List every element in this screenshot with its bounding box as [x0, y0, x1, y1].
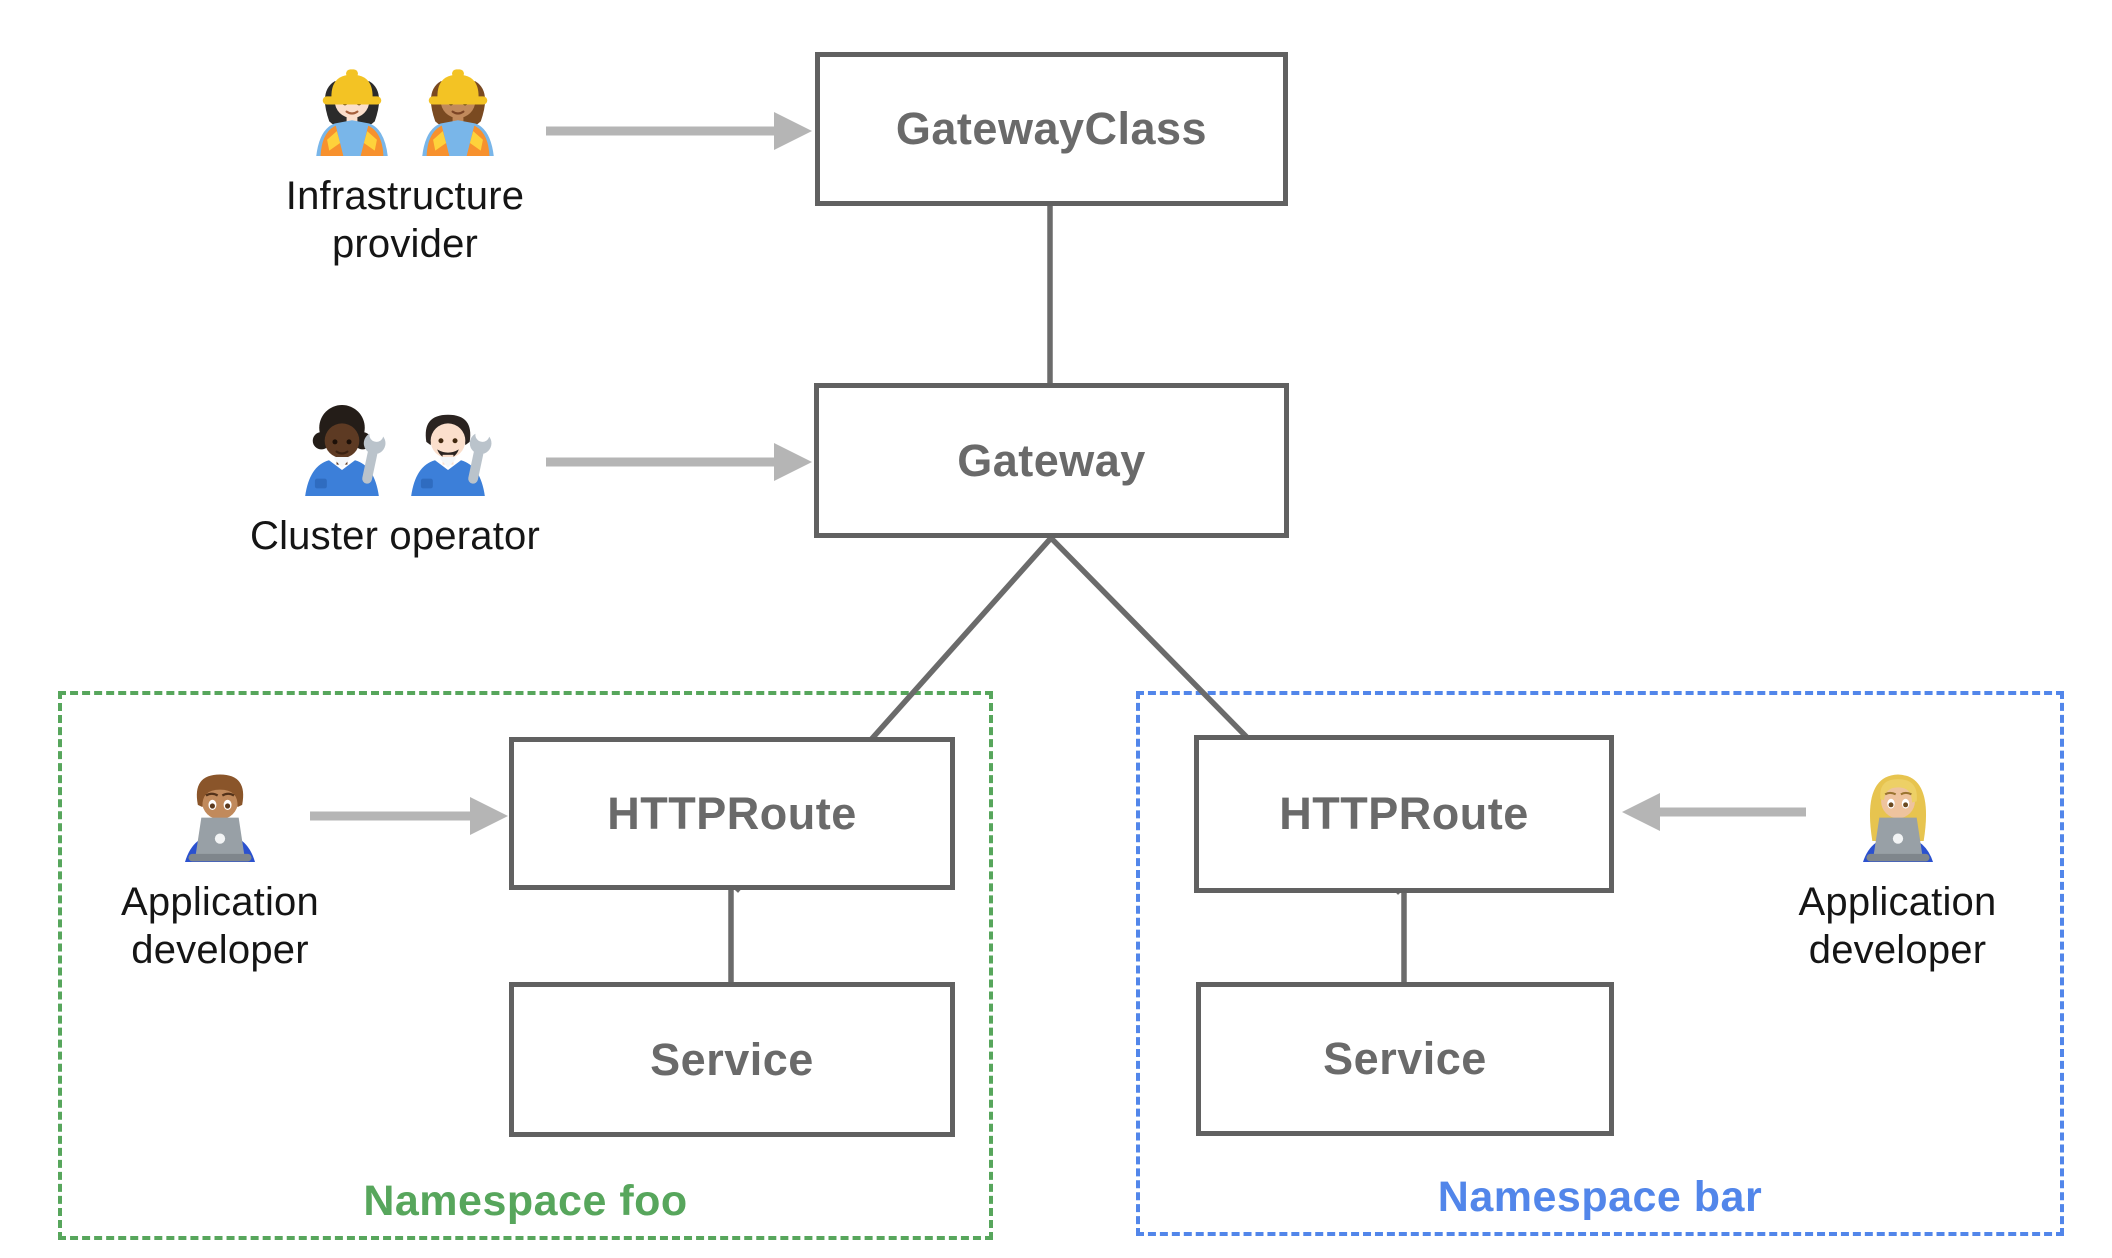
app-developer-foo-icons	[164, 750, 276, 862]
actor-app-developer-bar: Application developer	[1765, 750, 2030, 974]
namespace-bar-box: Namespace bar	[1136, 691, 2064, 1236]
arrow-head-icon	[774, 443, 812, 481]
node-service-foo-label: Service	[650, 1033, 814, 1085]
arrow-infrastructure-provider-to-gatewayclass	[546, 112, 812, 150]
arrow-head-icon	[774, 112, 812, 150]
node-gatewayclass: GatewayClass	[815, 52, 1288, 206]
cluster-operator-icons	[290, 392, 500, 496]
node-httproute-bar: HTTPRoute	[1194, 735, 1614, 893]
arrow-cluster-operator-to-gateway	[546, 443, 812, 481]
node-httproute-foo: HTTPRoute	[509, 737, 955, 890]
arrow-head-icon	[470, 797, 508, 835]
app-developer-foo-label: Application developer	[121, 880, 319, 972]
arrow-head-icon	[1622, 793, 1660, 831]
man-mechanic-light-skin-icon	[411, 414, 492, 496]
node-httproute-foo-label: HTTPRoute	[607, 787, 857, 839]
namespace-foo-label: Namespace foo	[363, 1177, 688, 1225]
namespace-bar-label: Namespace bar	[1437, 1173, 1763, 1221]
actor-infrastructure-provider: Infrastructure provider	[250, 52, 560, 268]
node-gatewayclass-label: GatewayClass	[895, 103, 1208, 154]
arrow-app-developer-to-httproute-foo	[310, 797, 508, 835]
node-httproute-bar-label: HTTPRoute	[1279, 788, 1529, 839]
infrastructure-provider-icons	[300, 52, 510, 156]
node-gateway-label: Gateway	[957, 434, 1146, 486]
woman-construction-worker-medium-skin-icon	[422, 69, 494, 156]
node-gateway: Gateway	[814, 383, 1289, 538]
app-developer-bar-label: Application developer	[1798, 880, 1997, 972]
namespace-foo-box: Namespace foo	[58, 691, 993, 1240]
app-developer-bar-icons	[1842, 750, 1954, 862]
cluster-operator-label: Cluster operator	[250, 514, 540, 558]
infrastructure-provider-label: Infrastructure provider	[285, 174, 525, 266]
node-service-bar: Service	[1196, 982, 1614, 1136]
man-technologist-medium-skin-icon	[185, 774, 255, 862]
arrow-app-developer-to-httproute-bar	[1622, 793, 1806, 831]
node-service-bar-label: Service	[1323, 1033, 1487, 1084]
actor-app-developer-foo: Application developer	[90, 750, 350, 974]
woman-technologist-medium-light-skin-icon	[1862, 774, 1933, 862]
actor-cluster-operator: Cluster operator	[250, 392, 540, 560]
mechanic-dark-skin-icon	[305, 405, 386, 496]
woman-construction-worker-light-skin-icon	[316, 69, 388, 156]
node-service-foo: Service	[509, 982, 955, 1137]
